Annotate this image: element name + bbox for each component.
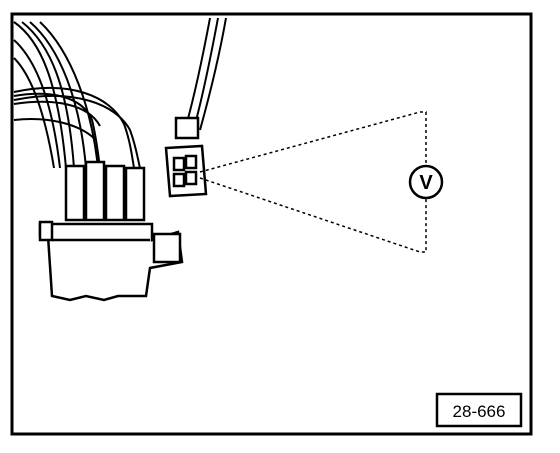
probe-connector [164,116,208,198]
voltmeter-circle [408,164,444,200]
figure-number-box [435,392,523,428]
voltmeter-symbol: V [419,172,433,194]
connector-pin-4 [124,166,146,222]
connector-pin-2 [84,160,106,222]
figure-number: 28-666 [453,402,506,421]
connector-latch [152,232,182,264]
connector-block [38,160,184,302]
connector-pin-1 [64,164,86,222]
connector-pin-3 [104,164,126,222]
connector-tab [38,220,54,242]
outer-frame [10,12,533,436]
measurement-leads [199,111,427,253]
wire-bundle [13,21,141,169]
probe-wires [185,17,227,131]
